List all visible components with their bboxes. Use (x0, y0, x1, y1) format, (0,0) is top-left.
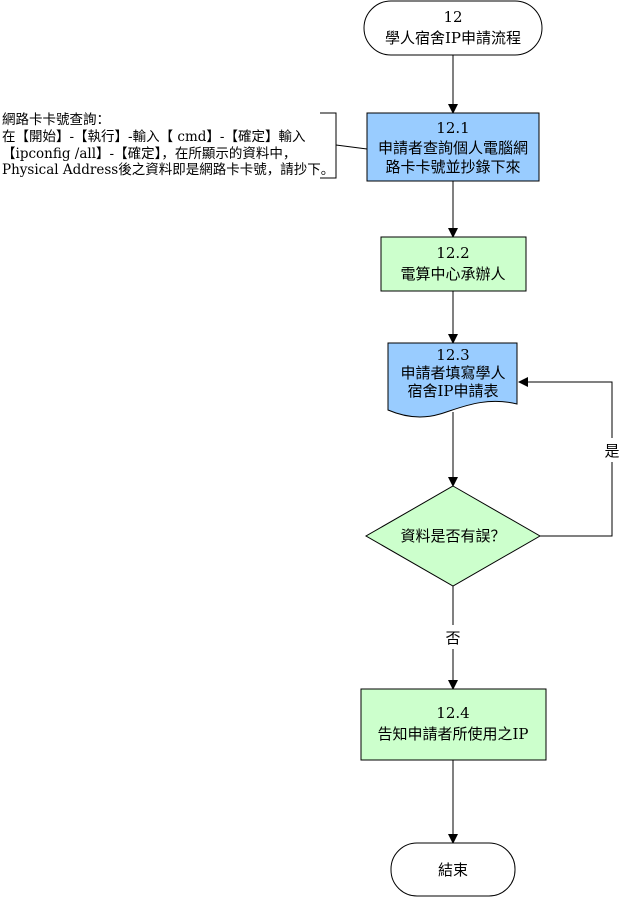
step-12-1-shape (366, 112, 540, 182)
step-12-4-number: 12.4 (436, 704, 469, 722)
step-12-4-shape (360, 688, 547, 761)
step-12-3-number: 12.3 (436, 346, 469, 364)
step-12-2-box: 12.2 電算中心承辦人 (380, 236, 527, 292)
step-12-2-line1: 電算中心承辦人 (400, 265, 505, 283)
decision-question: 資料是否有誤？ (400, 527, 505, 545)
step-12-1-line2: 路卡卡號並抄錄下來 (385, 158, 520, 176)
annotation-connector (335, 144, 368, 150)
yes-label: 是 (604, 442, 619, 460)
note-line-4: Physical Address後之資料即是網路卡卡號，請抄下。 (2, 162, 334, 178)
step-12-1-number: 12.1 (436, 119, 469, 137)
note-line-3: 【ipconfig /all】-【確定】，在所顯示的資料中， (2, 146, 296, 162)
step-12-4-box: 12.4 告知申請者所使用之IP (360, 688, 547, 761)
step-12-2-shape (380, 236, 527, 292)
step-12-3-shape (387, 342, 518, 418)
step-12-3-line2: 宿舍IP申請表 (407, 382, 498, 400)
end-label: 結束 (438, 861, 468, 879)
note-line-1: 網路卡卡號查詢： (2, 112, 110, 128)
step-12-1-line1: 申請者查詢個人電腦網 (378, 139, 528, 157)
start-title: 學人宿舍IP申請流程 (385, 29, 521, 47)
note-line-2: 在【開始】-【執行】-輸入【 cmd】-【確定】輸入 (2, 129, 306, 145)
arrow-yes-loop (518, 377, 613, 537)
step-12-3-document: 12.3 申請者填寫學人 宿舍IP申請表 (387, 342, 518, 418)
step-12-2-number: 12.2 (436, 244, 469, 262)
start-number: 12 (443, 8, 462, 26)
start-terminator: 12 學人宿舍IP申請流程 (363, 0, 543, 56)
no-label: 否 (445, 629, 460, 647)
step-12-3-line1: 申請者填寫學人 (400, 364, 505, 382)
decision-diamond: 資料是否有誤？ (364, 485, 542, 587)
step-12-4-line1: 告知申請者所使用之IP (377, 725, 528, 743)
step-12-1-box: 12.1 申請者查詢個人電腦網 路卡卡號並抄錄下來 (366, 112, 540, 182)
end-terminator: 結束 (390, 842, 516, 897)
annotation-note: 網路卡卡號查詢： 在【開始】-【執行】-輸入【 cmd】-【確定】輸入 【ipc… (2, 112, 368, 179)
